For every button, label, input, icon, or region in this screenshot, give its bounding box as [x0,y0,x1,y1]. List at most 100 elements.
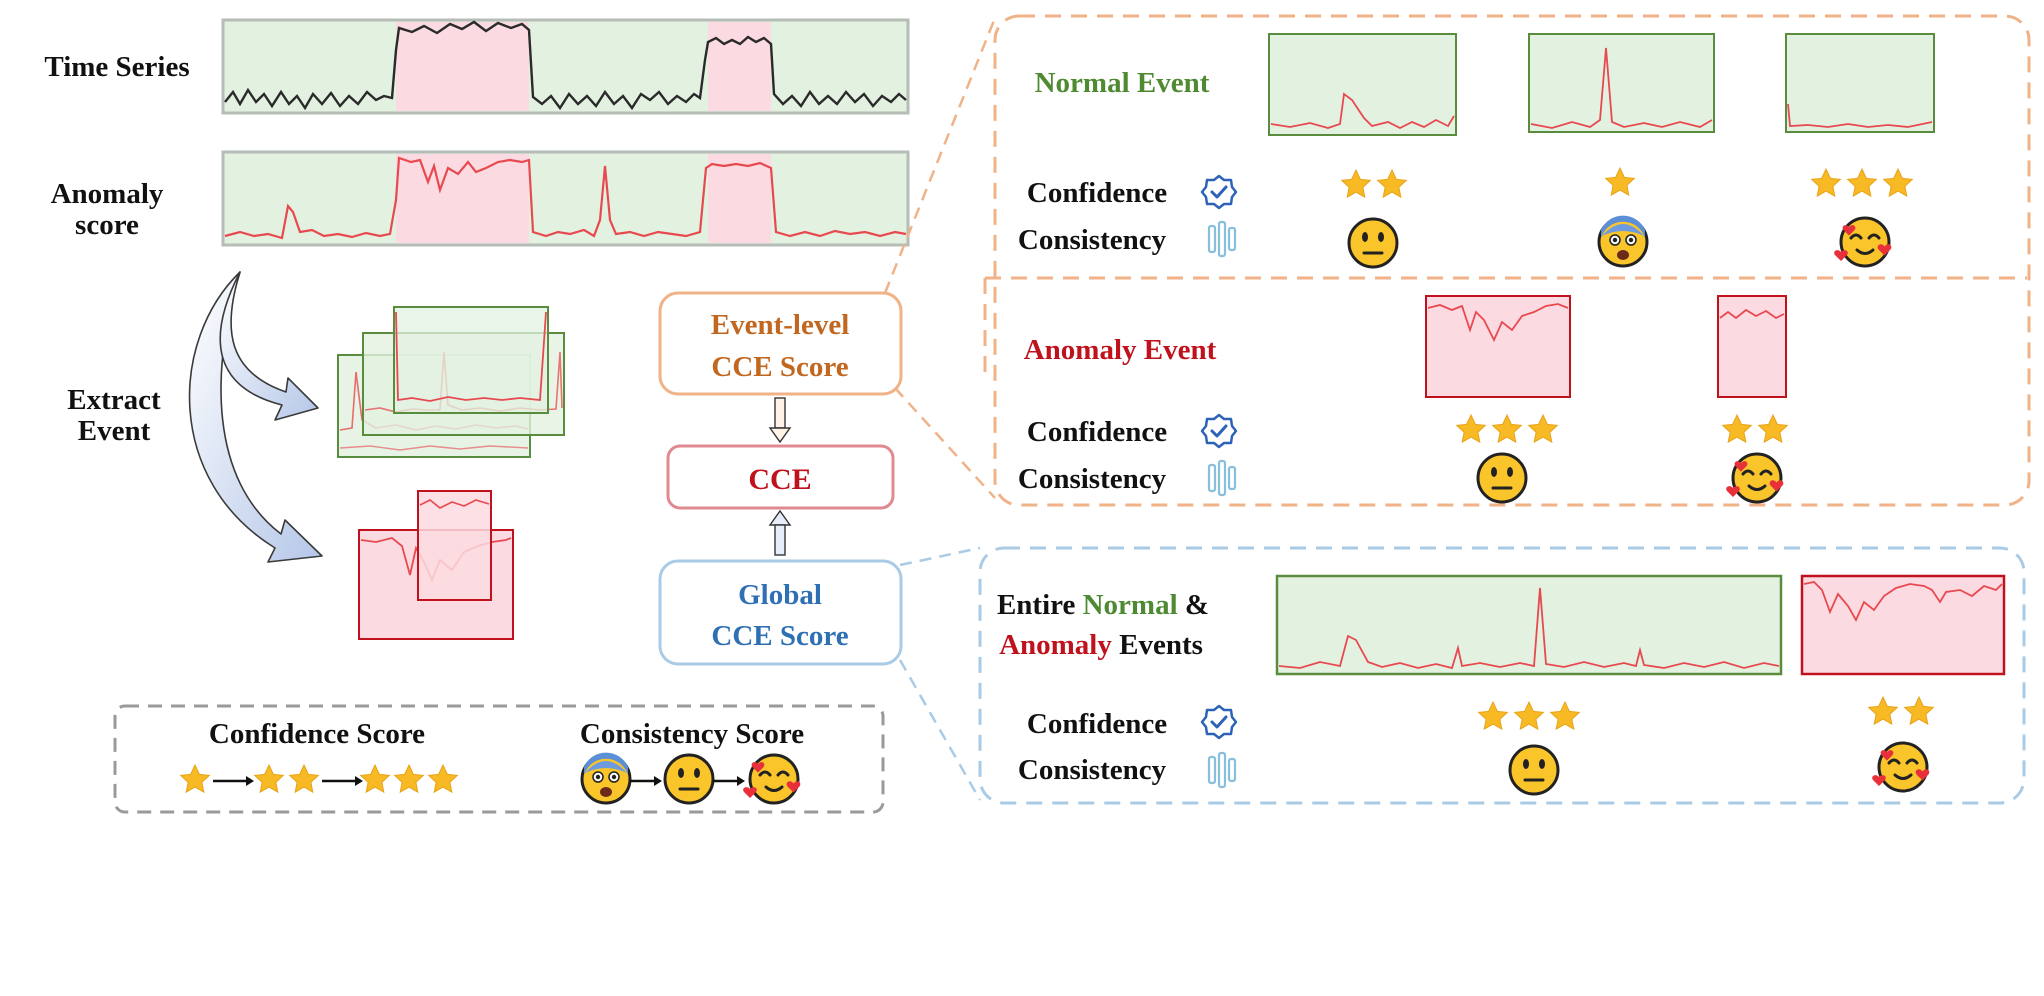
global-title-line1: Entire Normal & [997,589,1209,621]
global-title-amp: & [1178,589,1209,621]
consistency-bars-icon [1207,459,1237,497]
global-confidence-label: Confidence [1027,708,1167,740]
star-icon [1528,414,1558,443]
global-title-line2: Anomaly Events [999,629,1203,661]
normal-event-thumb-3 [1785,33,1935,133]
legend-confidence-title: Confidence Score [209,718,425,750]
star-icon [1758,414,1788,443]
event-level-panel [993,14,2031,507]
anomaly-score-label-line1: Anomaly [51,178,164,210]
star-icon [1514,701,1544,730]
global-consistency-label: Consistency [1018,754,1167,786]
verified-check-icon [1200,174,1238,210]
normal-consistency-label: Consistency [1018,224,1167,256]
anomaly-score-panel [221,150,910,247]
consistency-bars-icon [1207,751,1237,789]
anomaly-confidence-label: Confidence [1027,416,1167,448]
star-icon [1847,168,1877,197]
score-legend-box: Confidence Score Consistency Score [113,704,885,814]
star-icon [1478,701,1508,730]
normal-consistency-faces [1347,214,1893,269]
neutral-face-icon [1347,217,1399,269]
arrow-global-to-cce [768,509,792,556]
normal-confidence-label: Confidence [1027,177,1167,209]
star-icon [254,764,284,793]
legend-confidence-scale [180,764,458,793]
anomaly-score-label-line2: score [75,209,139,241]
time-series-line [224,20,907,111]
global-cce-line2: CCE Score [711,620,848,652]
star-icon [1722,414,1752,443]
global-consistency-faces [1508,741,1931,796]
extract-event-label-line2: Event [78,415,151,447]
extract-event-label-line1: Extract [67,384,161,416]
star-icon [360,764,390,793]
anomaly-event-thumb-2 [1717,295,1787,398]
time-series-panel [221,18,910,115]
neutral-face-icon [1476,452,1528,504]
neutral-face-icon [663,753,715,805]
time-series-anomaly-region [396,22,529,111]
star-icon [180,764,210,793]
anomaly-consistency-faces [1476,452,1785,504]
global-title-events: Events [1112,629,1203,661]
global-title-normal: Normal [1083,589,1178,621]
extracted-anomaly-events [358,490,514,640]
time-series-anomaly-region [708,22,771,111]
verified-check-icon [1200,704,1238,740]
global-anomaly-thumb [1800,574,2006,676]
smiling-hearts-face-icon [1832,216,1893,268]
legend-consistency-scale [580,751,802,805]
anomaly-confidence-stars [1456,414,1788,443]
global-cce-line1: Global [738,579,822,611]
arrow-event-to-cce [768,397,792,444]
anomaly-event-title: Anomaly Event [1024,334,1217,366]
star-icon [1341,169,1371,198]
consistency-bars-icon [1207,220,1237,258]
anomaly-event-thumb-1 [1425,295,1571,398]
smiling-hearts-face-icon [1870,741,1931,793]
global-cce-box: Global CCE Score [658,559,903,666]
legend-consistency-title: Consistency Score [580,718,804,750]
fearful-face-icon [1597,214,1649,268]
star-icon [1811,168,1841,197]
connector-lines [883,17,997,801]
normal-event-title: Normal Event [1035,67,1210,99]
event-level-cce-line1: Event-level [711,309,850,341]
star-icon [1883,168,1913,197]
normal-event-thumb-1 [1268,33,1457,136]
extracted-normal-events [337,306,565,458]
event-level-cce-line2: CCE Score [711,351,848,383]
global-normal-thumb [1275,574,1783,676]
star-icon [1456,414,1486,443]
anomaly-score-line [224,156,907,240]
cce-box: CCE [666,444,895,510]
star-icon [1868,696,1898,725]
star-icon [289,764,319,793]
neutral-face-icon [1508,744,1560,796]
global-confidence-stars [1478,696,1934,730]
event-level-cce-box: Event-level CCE Score [658,291,903,396]
global-title-anomaly: Anomaly [999,629,1112,661]
extract-arrow-big [188,271,323,563]
global-title-prefix: Entire [997,589,1083,621]
star-icon [1605,167,1635,196]
normal-event-thumb-2 [1528,33,1715,133]
cce-label: CCE [748,463,811,496]
star-icon [1377,169,1407,198]
normal-confidence-stars [1341,167,1913,198]
anomaly-consistency-label: Consistency [1018,463,1167,495]
star-icon [1492,414,1522,443]
extract-arrow-small [219,271,319,421]
verified-check-icon [1200,413,1238,449]
star-icon [428,764,458,793]
star-icon [394,764,424,793]
time-series-label: Time Series [44,51,189,83]
smiling-hearts-face-icon [741,753,802,805]
star-icon [1904,696,1934,725]
star-icon [1550,701,1580,730]
global-panel [978,546,2026,805]
smiling-hearts-face-icon [1724,452,1785,504]
fearful-face-icon [580,751,632,805]
